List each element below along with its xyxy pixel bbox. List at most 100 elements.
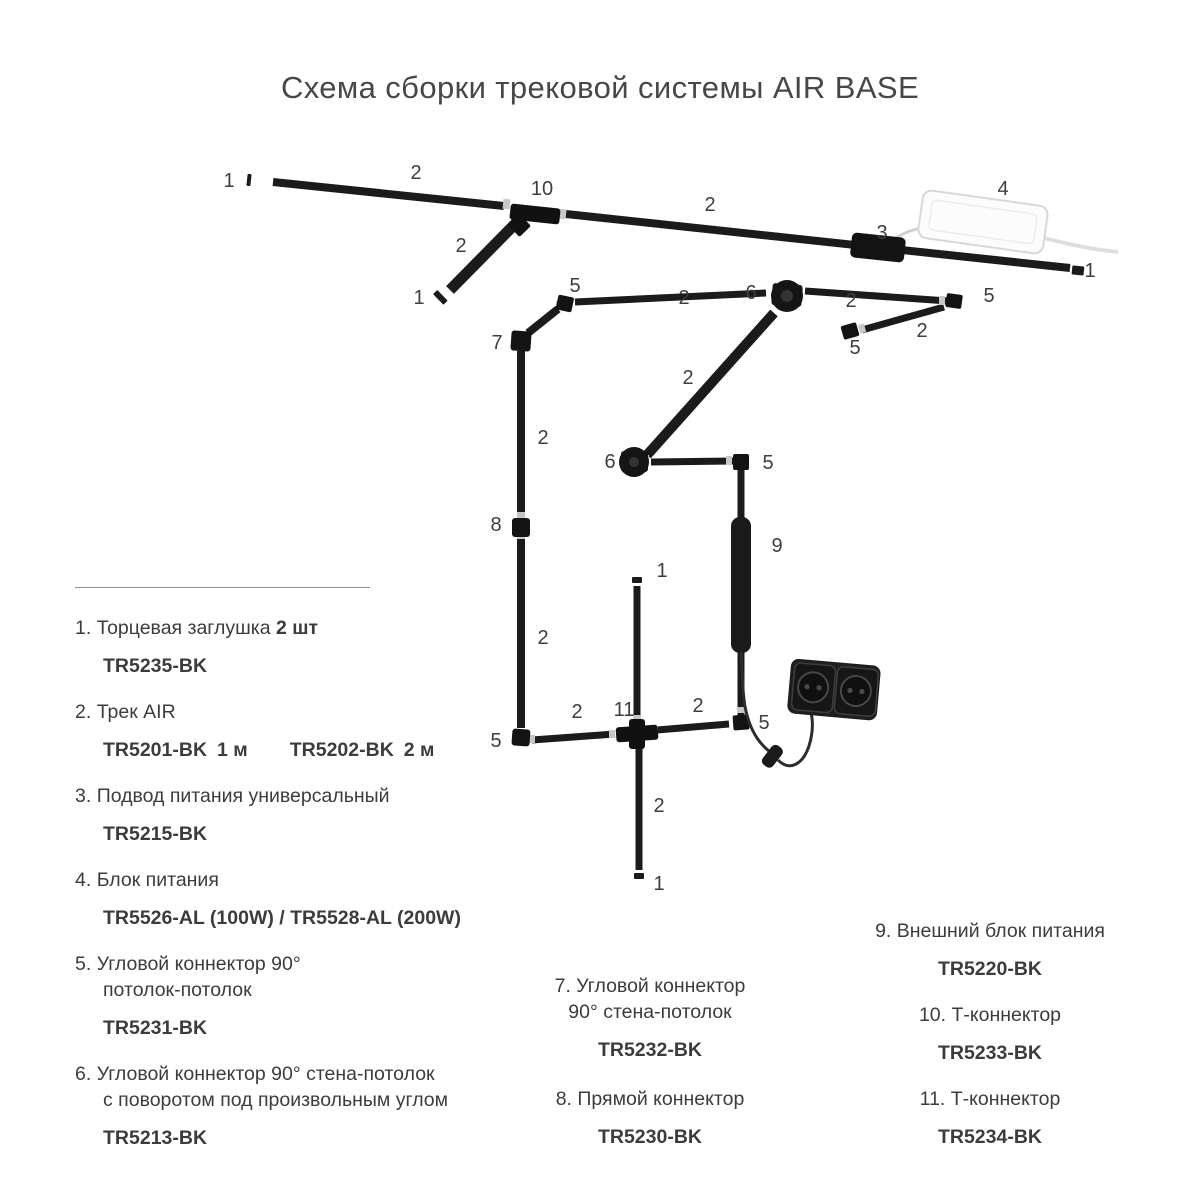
- t-connector-11: [615, 719, 659, 749]
- legend-item-10: 10. Т-коннектор TR5233-BK: [845, 1002, 1135, 1066]
- external-psu-9: [731, 517, 814, 768]
- item-text: Прямой коннектор: [577, 1088, 745, 1110]
- callout-label: 2: [704, 194, 715, 216]
- end-cap: [634, 873, 644, 879]
- socket-recess: [839, 675, 872, 708]
- corner-connector: [511, 728, 531, 747]
- rotating-connector-6a: [771, 280, 803, 312]
- item-code: TR5234-BK: [937, 1126, 1043, 1148]
- psu-body: [917, 189, 1049, 255]
- straight-connector-8: [512, 518, 530, 537]
- corner-connector: [945, 293, 963, 309]
- callout-label: 5: [849, 337, 860, 359]
- legend-item-3: 3. Подвод питания универсальный TR5215-B…: [75, 783, 525, 847]
- end-cap: [433, 290, 448, 305]
- item-code: TR5201-BK: [103, 739, 208, 761]
- callout-label: 5: [758, 712, 769, 734]
- page-title: Схема сборки трековой системы AIR BASE: [280, 70, 920, 105]
- external-psu-body: [731, 517, 751, 653]
- end-caps: [246, 173, 1085, 879]
- corner-connector: [555, 294, 574, 313]
- coupler-nub: [939, 296, 945, 305]
- callout-label: 5: [569, 275, 580, 297]
- item-number: 4.: [75, 869, 92, 891]
- item-text: Угловой коннектор 90°: [96, 953, 301, 975]
- callout-label: 8: [490, 514, 501, 536]
- item-code: TR5230-BK: [597, 1126, 703, 1148]
- rotator-hub: [629, 457, 639, 467]
- end-cap: [246, 173, 252, 187]
- corner-connector: [733, 454, 749, 470]
- callout-label: 2: [410, 162, 421, 184]
- track-segment: [446, 218, 521, 294]
- legend-item-8: 8. Прямой коннектор TR5230-BK: [505, 1086, 795, 1150]
- item-text: Блок питания: [96, 869, 219, 891]
- coupler-nub: [609, 730, 615, 738]
- legend-item-11: 11. Т-коннектор TR5234-BK: [845, 1086, 1135, 1150]
- item-number: 6.: [75, 1063, 92, 1085]
- legend-item-7: 7. Угловой коннектор 90° стена-потолок T…: [505, 973, 795, 1063]
- callout-label: 6: [604, 451, 615, 473]
- item-code: TR5231-BK: [103, 1017, 208, 1039]
- plug-cord: [776, 705, 814, 768]
- callout-label: 2: [845, 290, 856, 312]
- item-text-line2: с поворотом под произвольным углом: [103, 1089, 449, 1111]
- rotator-hub: [781, 290, 793, 302]
- callout-label: 2: [455, 235, 466, 257]
- callout-label: 5: [490, 730, 501, 752]
- callout-label: 2: [571, 701, 582, 723]
- callout-label: 4: [997, 178, 1008, 200]
- socket-hole: [804, 684, 810, 690]
- item-code: TR5220-BK: [937, 958, 1043, 980]
- item-number: 10.: [918, 1004, 947, 1026]
- callout-label: 3: [876, 222, 887, 244]
- track-segment: [656, 720, 730, 734]
- callout-label: 7: [491, 332, 502, 354]
- item-text: Трек AIR: [96, 701, 176, 723]
- end-cap: [1071, 265, 1085, 276]
- psu-face: [928, 199, 1038, 245]
- item-number: 7.: [554, 975, 571, 997]
- callout-label: 1: [413, 287, 424, 309]
- coupler-nub: [633, 715, 641, 721]
- callout-label: 2: [916, 320, 927, 342]
- power-supply-unit-4: [917, 189, 1119, 255]
- callout-label: 1: [653, 873, 664, 895]
- callout-label: 2: [678, 287, 689, 309]
- socket-hole: [847, 687, 853, 694]
- item-number: 1.: [75, 617, 92, 639]
- callout-label: 1: [656, 560, 667, 582]
- coupler-nub: [737, 707, 745, 713]
- legend-item-1: 1. Торцевая заглушка 2 шт TR5235-BK: [75, 615, 525, 679]
- psu-cord: [739, 651, 773, 755]
- corner-connector-7: [510, 330, 532, 352]
- callout-label: 6: [745, 282, 756, 304]
- item-text: Т-коннектор: [951, 1004, 1062, 1026]
- track-segment: [650, 457, 734, 466]
- corner-connector: [840, 322, 860, 340]
- item-text-line2: 90° стена-потолок: [568, 1001, 732, 1023]
- coupler-nub: [502, 198, 511, 210]
- item-number: 9.: [875, 920, 892, 942]
- legend-item-9: 9. Внешний блок питания TR5220-BK: [845, 918, 1135, 982]
- track-segment: [525, 305, 561, 337]
- callout-label: 2: [537, 627, 548, 649]
- item-qty: 2 шт: [276, 617, 319, 639]
- item-text: Угловой коннектор: [576, 975, 746, 997]
- callout-label: 9: [771, 535, 782, 557]
- track-segment: [804, 287, 949, 305]
- callout-label: 2: [682, 367, 693, 389]
- item-number: 11.: [919, 1088, 946, 1110]
- item-text: Т-коннектор: [950, 1088, 1061, 1110]
- track-segment: [643, 309, 778, 459]
- legend-item-6: 6. Угловой коннектор 90° стена-потолок с…: [75, 1061, 525, 1151]
- item-code: TR5213-BK: [103, 1127, 208, 1149]
- callout-label: 5: [983, 285, 994, 307]
- corner-connector: [732, 714, 750, 731]
- coupler-nub: [726, 456, 732, 465]
- item-number: 8.: [555, 1088, 572, 1110]
- callout-label: 1: [223, 170, 234, 192]
- item-code: TR5235-BK: [103, 655, 208, 677]
- coupler-nub: [517, 512, 525, 518]
